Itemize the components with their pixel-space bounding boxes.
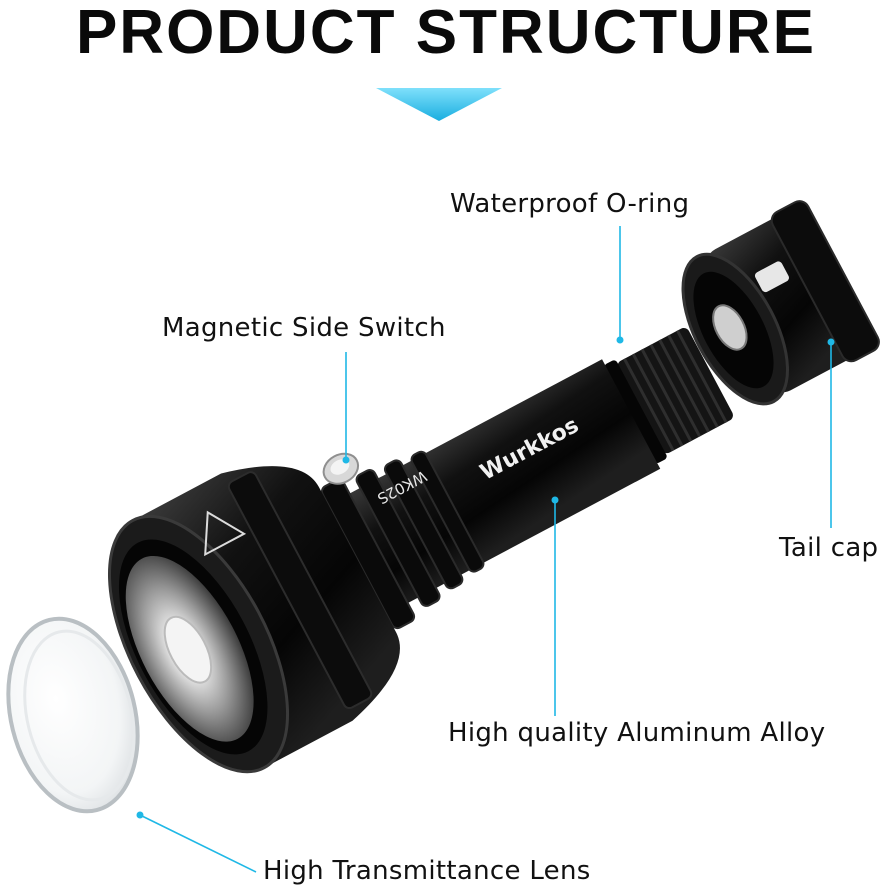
label-aluminum-alloy: High quality Aluminum Alloy [448, 718, 826, 748]
callout-lines [136, 226, 835, 873]
label-magnetic-side-switch: Magnetic Side Switch [162, 313, 446, 343]
page-title: PRODUCT STRUCTURE [75, 0, 817, 67]
label-waterproof-oring: Waterproof O-ring [450, 189, 690, 219]
chevron-down-icon [376, 88, 502, 121]
tail-cap [681, 200, 880, 406]
label-tail-cap: Tail cap [779, 533, 879, 563]
lens [6, 616, 140, 814]
flashlight-body: Wurkkos WK02S [107, 327, 733, 774]
label-transmittance-lens: High Transmittance Lens [263, 856, 591, 886]
